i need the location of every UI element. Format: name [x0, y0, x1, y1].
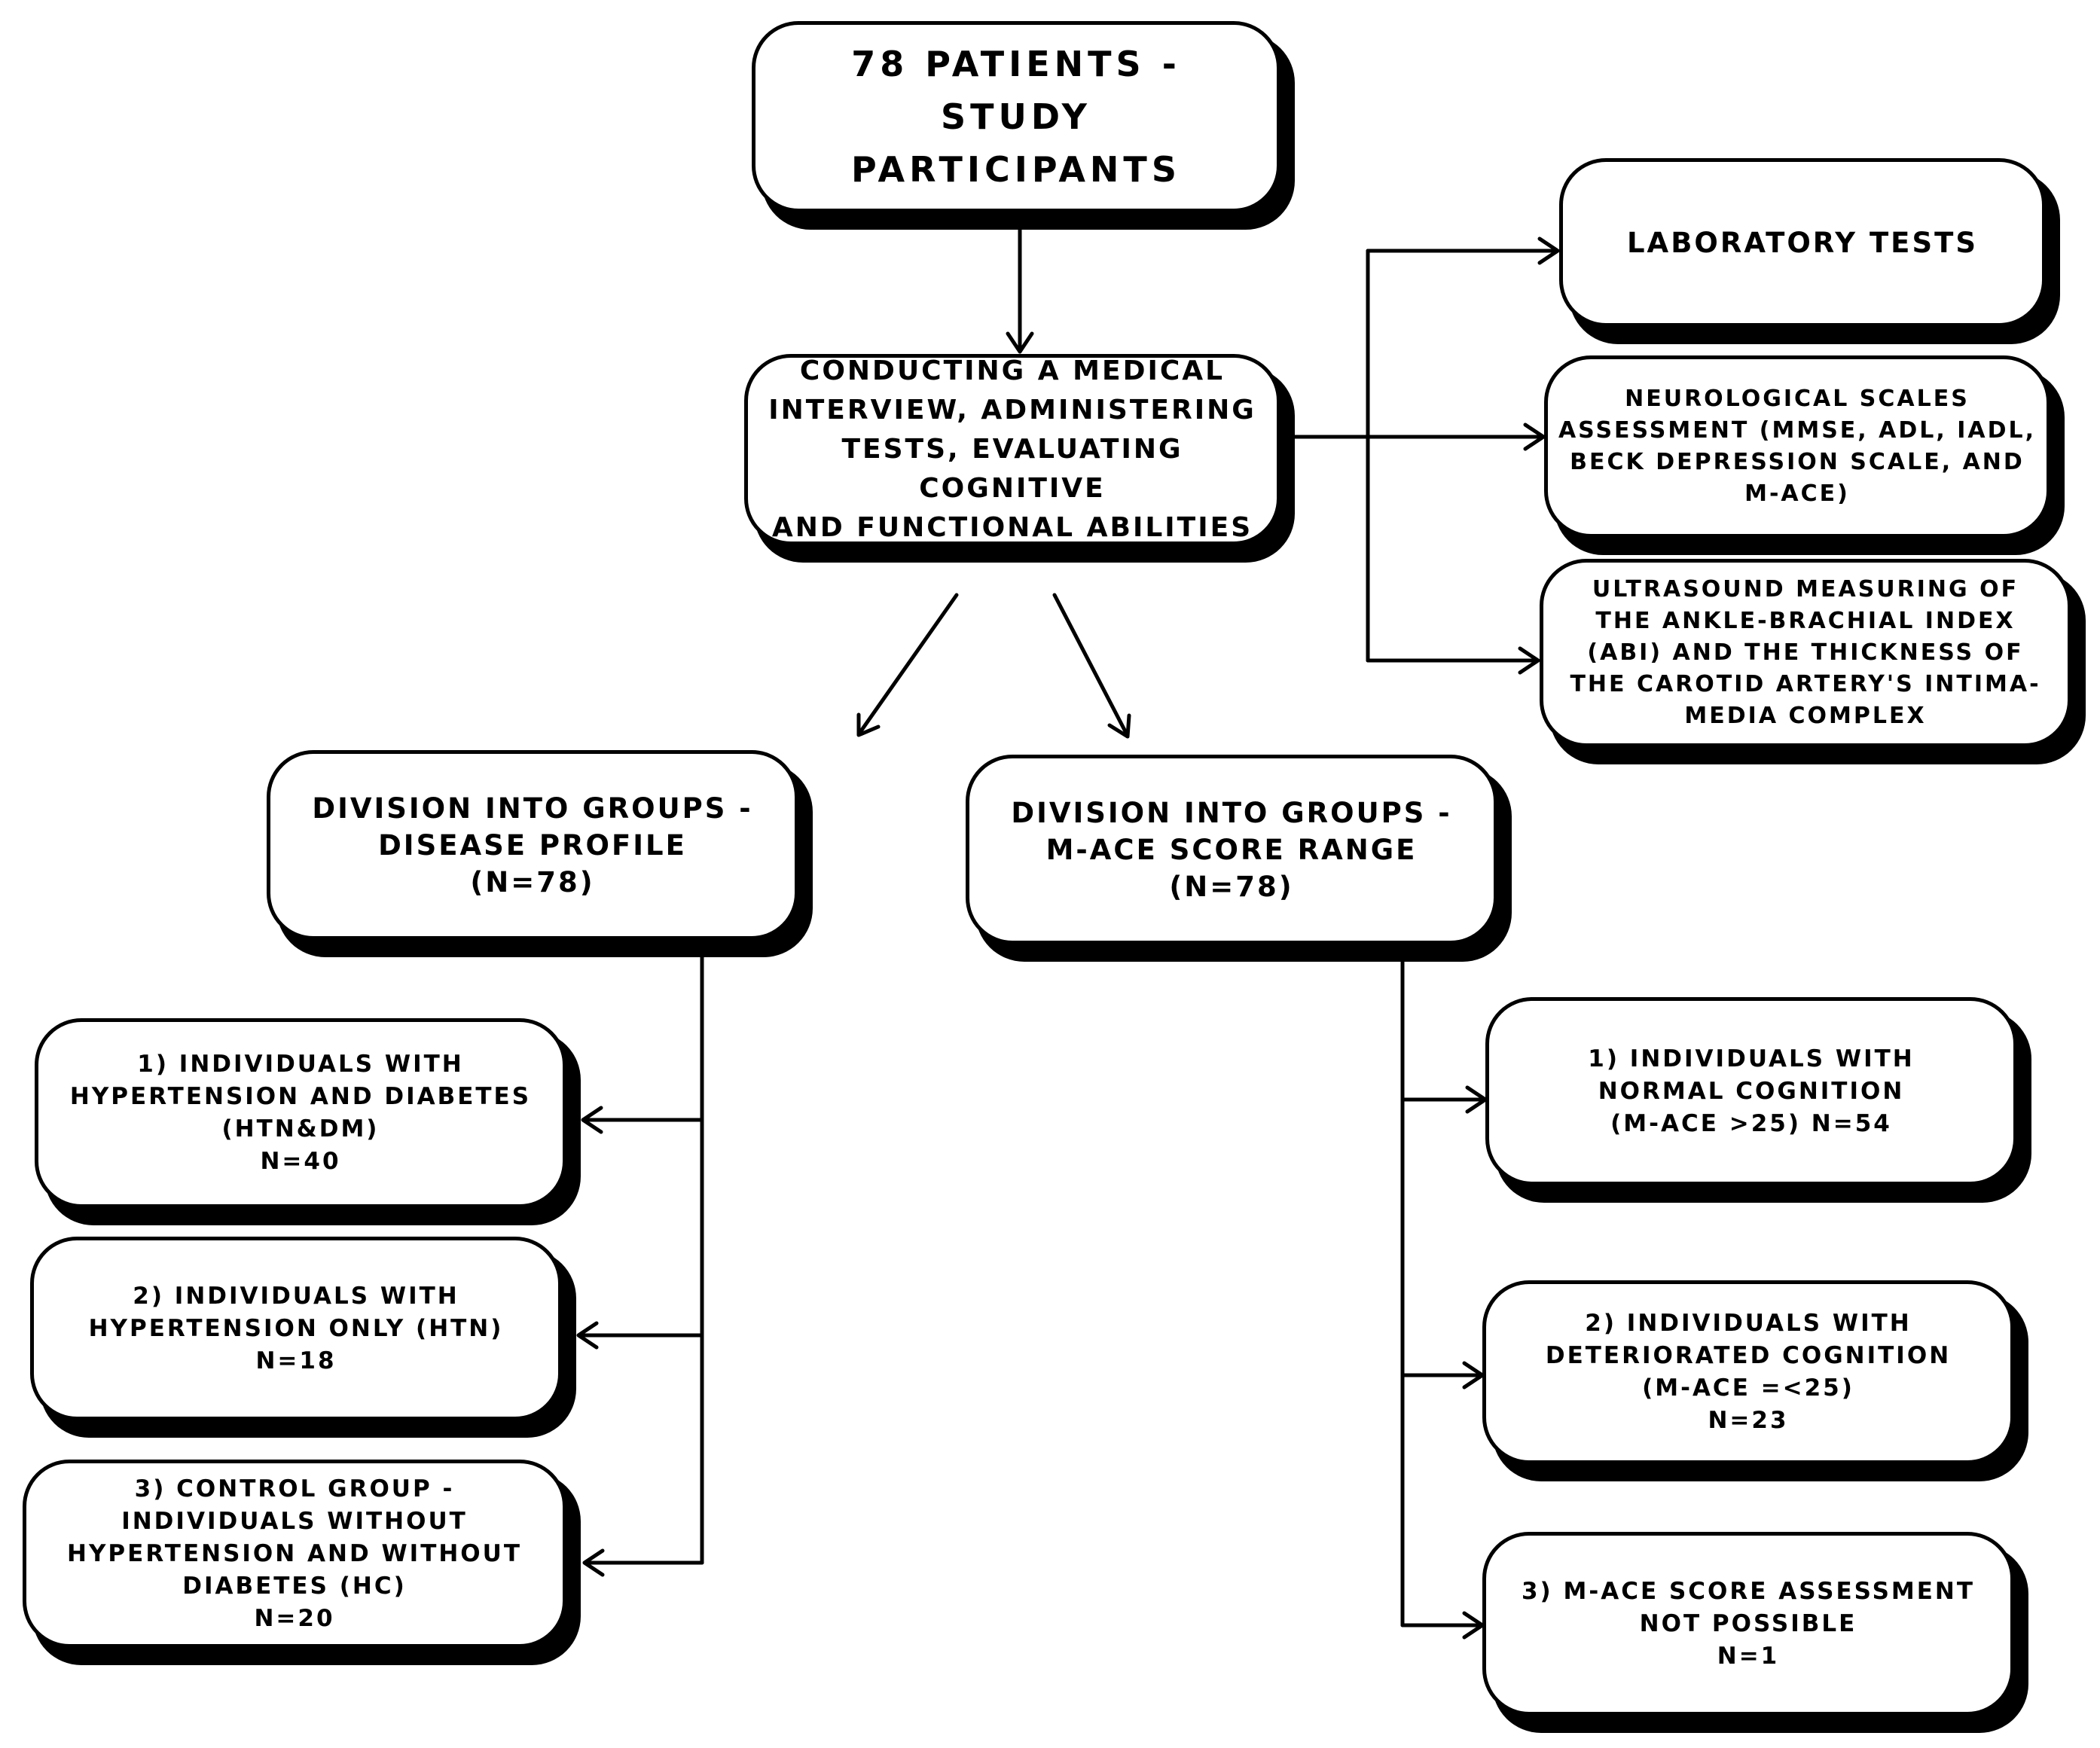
mace-range-label: DIVISION INTO GROUPS - M-ACE SCORE RANGE…: [1011, 796, 1452, 903]
arrow-to-disease-group: [856, 593, 959, 737]
arrowhead-to-control: [582, 1548, 605, 1577]
arrowhead-to-htn-only: [576, 1321, 599, 1350]
neuro-scales-node: NEUROLOGICAL SCALES ASSESSMENT (MMSE, AD…: [1544, 355, 2050, 538]
htn-dm-group-label: 1) INDIVIDUALS WITH HYPERTENSION AND DIA…: [69, 1051, 532, 1175]
ultrasound-label: ULTRASOUND MEASURING OF THE ANKLE-BRACHI…: [1570, 576, 2041, 729]
arrow-to-mace-group: [1052, 593, 1130, 738]
interview-node-label: CONDUCTING A MEDICAL INTERVIEW, ADMINIST…: [768, 355, 1256, 543]
arrowhead-to-neuro: [1523, 423, 1546, 451]
htn-dm-group-node: 1) INDIVIDUALS WITH HYPERTENSION AND DIA…: [35, 1018, 566, 1208]
normal-cognition-node: 1) INDIVIDUALS WITH NORMAL COGNITION (M-…: [1485, 997, 2017, 1185]
arrowhead-to-htn-dm: [581, 1106, 603, 1134]
deteriorated-cognition-label: 2) INDIVIDUALS WITH DETERIORATED COGNITI…: [1545, 1310, 1952, 1434]
arrowhead-to-disease-group: [856, 712, 881, 737]
disease-profile-node: DIVISION INTO GROUPS - DISEASE PROFILE (…: [267, 750, 798, 940]
arrowhead-root-to-interview: [1006, 331, 1034, 354]
htn-only-group-label: 2) INDIVIDUALS WITH HYPERTENSION ONLY (H…: [88, 1282, 504, 1374]
htn-only-group-node: 2) INDIVIDUALS WITH HYPERTENSION ONLY (H…: [30, 1237, 562, 1420]
disease-profile-label: DIVISION INTO GROUPS - DISEASE PROFILE (…: [312, 792, 753, 898]
root-node: 78 PATIENTS - STUDY PARTICIPANTS: [752, 21, 1280, 212]
control-group-node: 3) CONTROL GROUP - INDIVIDUALS WITHOUT H…: [23, 1460, 566, 1648]
neuro-scales-label: NEUROLOGICAL SCALES ASSESSMENT (MMSE, AD…: [1558, 386, 2037, 507]
normal-cognition-label: 1) INDIVIDUALS WITH NORMAL COGNITION (M-…: [1588, 1045, 1915, 1137]
mace-not-possible-node: 3) M-ACE SCORE ASSESSMENT NOT POSSIBLE N…: [1482, 1532, 2014, 1716]
lab-tests-label: LABORATORY TESTS: [1626, 226, 1978, 259]
arrowhead-to-mace-group: [1107, 713, 1131, 739]
mace-not-possible-label: 3) M-ACE SCORE ASSESSMENT NOT POSSIBLE N…: [1521, 1577, 1976, 1670]
lab-tests-node: LABORATORY TESTS: [1559, 158, 2046, 327]
arrowhead-to-ultrasound: [1518, 646, 1540, 675]
root-node-label: 78 PATIENTS - STUDY PARTICIPANTS: [851, 44, 1181, 190]
interview-node: CONDUCTING A MEDICAL INTERVIEW, ADMINIST…: [744, 354, 1280, 545]
arrowhead-to-lab: [1537, 236, 1560, 265]
ultrasound-node: ULTRASOUND MEASURING OF THE ANKLE-BRACHI…: [1540, 559, 2071, 747]
mace-range-node: DIVISION INTO GROUPS - M-ACE SCORE RANGE…: [966, 755, 1497, 944]
control-group-label: 3) CONTROL GROUP - INDIVIDUALS WITHOUT H…: [67, 1475, 522, 1632]
deteriorated-cognition-node: 2) INDIVIDUALS WITH DETERIORATED COGNITI…: [1482, 1280, 2014, 1464]
